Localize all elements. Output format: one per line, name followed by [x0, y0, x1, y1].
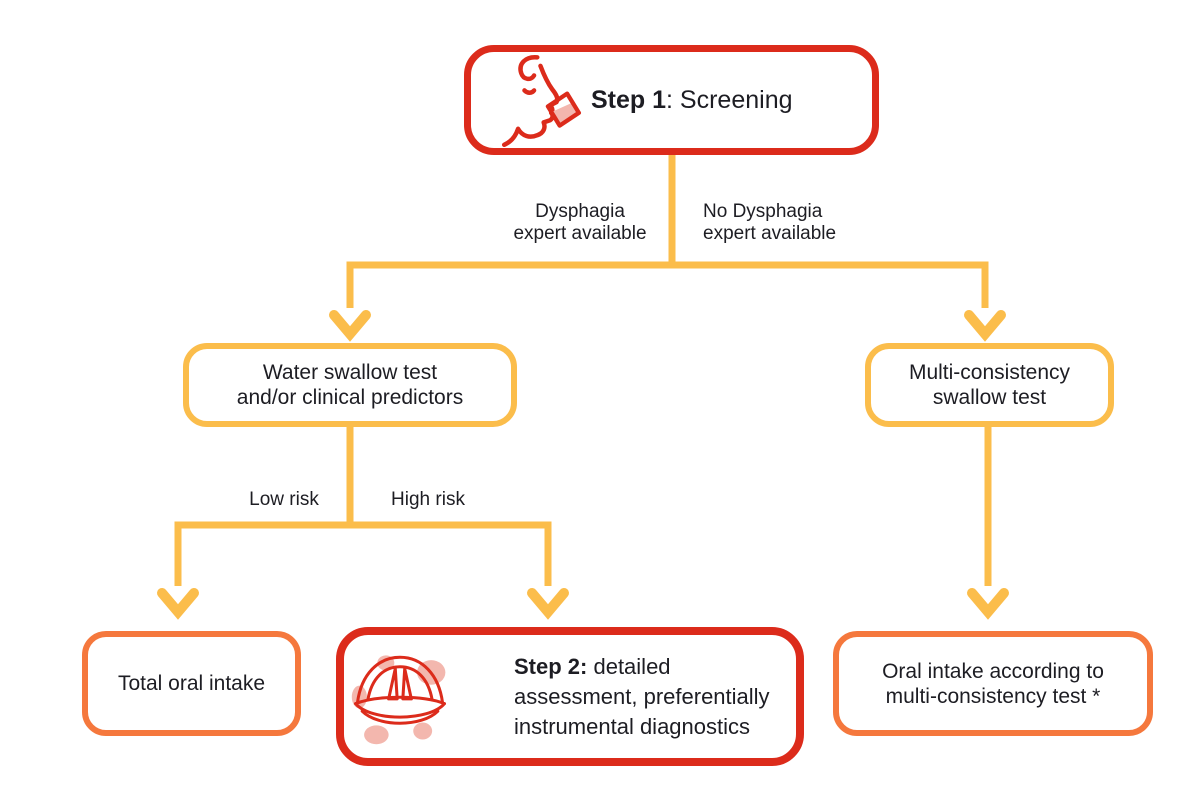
- node-water-swallow-test: Water swallow test and/or clinical predi…: [183, 343, 517, 427]
- edge-label-line: expert available: [703, 223, 837, 244]
- cup-liquid: [552, 102, 578, 125]
- node-step1-screening: Step 1: Screening: [464, 45, 879, 155]
- edge-label-dysphagia-expert: Dysphagia expert available: [495, 201, 665, 245]
- edge-label-low-risk: Low risk: [249, 489, 319, 510]
- step1-title-bold: Step 1: [591, 86, 667, 114]
- lens-upper: [354, 695, 446, 705]
- edge-label-line: expert available: [513, 223, 647, 244]
- arrow-down-icon: [967, 588, 1009, 620]
- step2-title-rest: detailed assessment, preferentially inst…: [514, 653, 770, 739]
- pink-blob: [413, 722, 433, 740]
- inner-arch: [366, 664, 434, 701]
- edge-risk-split: [174, 521, 552, 586]
- oral-box-text: Oral intake according to multi-consisten…: [882, 659, 1104, 709]
- water-box-line2: and/or clinical predictors: [236, 386, 464, 409]
- step2-title: Step 2: detailed assessment, preferentia…: [514, 652, 796, 742]
- multi-box-line2: swallow test: [932, 386, 1047, 409]
- person-drinking-icon: [501, 55, 581, 148]
- edge-label-no-dysphagia-expert: No Dysphagia expert available: [703, 201, 836, 245]
- node-total-oral-intake: Total oral intake: [82, 631, 301, 736]
- step1-title: Step 1: Screening: [591, 85, 793, 115]
- arrow-down-icon: [157, 588, 199, 620]
- hair-curl: [518, 55, 540, 82]
- edge-label-line: Dysphagia: [535, 201, 625, 222]
- water-box-text: Water swallow test and/or clinical predi…: [237, 360, 463, 410]
- vocal-fold-right: [401, 666, 413, 700]
- node-oral-intake-multi-consistency: Oral intake according to multi-consisten…: [833, 631, 1153, 736]
- node-multi-consistency-test: Multi-consistency swallow test: [865, 343, 1114, 427]
- pink-blob: [364, 724, 389, 744]
- arrow-down-icon: [964, 310, 1006, 342]
- multi-box-line1: Multi-consistency: [908, 361, 1071, 384]
- arrow-down-icon: [527, 588, 569, 620]
- step2-title-bold: Step 2:: [514, 653, 588, 679]
- oral-box-line1: Oral intake according to: [882, 659, 1104, 683]
- vocal-fold-left: [387, 666, 399, 700]
- multi-box-text: Multi-consistency swallow test: [909, 360, 1070, 410]
- edge-label-line: No Dysphagia: [703, 201, 823, 222]
- oral-box-line2: multi-consistency test *: [885, 684, 1101, 708]
- step1-title-rest: : Screening: [666, 86, 793, 114]
- arrow-down-icon: [329, 310, 371, 342]
- larynx-endoscopy-icon: [351, 654, 446, 744]
- edge-step1-split: [346, 261, 989, 308]
- lip-lower: [360, 709, 440, 725]
- lens-lower: [354, 701, 446, 718]
- total-box-text: Total oral intake: [117, 672, 266, 695]
- cup-outline: [545, 91, 581, 128]
- eye-mark: [522, 88, 537, 96]
- water-box-line1: Water swallow test: [262, 361, 438, 384]
- node-step2-assessment: Step 2: detailed assessment, preferentia…: [336, 627, 804, 766]
- edge-label-high-risk: High risk: [391, 489, 465, 510]
- outer-arch: [355, 655, 445, 704]
